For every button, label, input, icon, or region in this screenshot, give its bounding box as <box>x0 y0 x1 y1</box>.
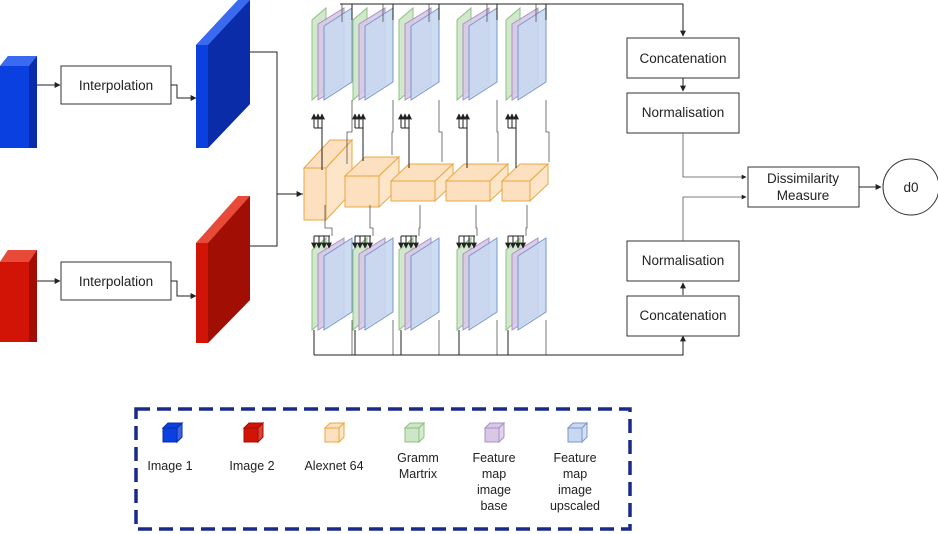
upscaled-image-2 <box>196 196 250 343</box>
feature-stack-top-2 <box>352 6 394 102</box>
feature-upscaled-sheet <box>410 7 440 101</box>
output-label: d0 <box>903 180 918 195</box>
legend-fup-label-3: image <box>558 483 592 497</box>
wire-layer-branch <box>438 100 443 162</box>
interpolation-box-bottom: Interpolation <box>60 261 172 301</box>
norm-top-label: Normalisation <box>642 105 725 120</box>
feature-stack-bottom-1 <box>311 236 353 332</box>
legend-feature-base-icon <box>483 421 506 444</box>
feature-upscaled-sheet <box>364 7 394 101</box>
wire-layer-to-top-stack <box>508 127 517 168</box>
wire-layer-to-bottom-stack <box>475 205 478 236</box>
feature-stack-top-4 <box>456 6 498 102</box>
legend-fup-label-4: upscaled <box>550 499 600 513</box>
alexnet-layer-5 <box>500 162 550 203</box>
legend-fup-label-2: map <box>563 467 587 481</box>
legend-alexnet-label: Alexnet 64 <box>304 459 363 473</box>
legend-gramm-label-1: Gramm <box>397 451 439 465</box>
feature-stack-wires <box>311 4 550 355</box>
feature-stack-bottom-3 <box>398 236 440 332</box>
legend-fbase-label-4: base <box>480 499 507 513</box>
upscaled-image-1 <box>196 0 250 148</box>
legend-frame <box>134 407 632 531</box>
arrow-norm-top-to-dissim <box>682 133 747 180</box>
input-image-1 <box>0 56 37 148</box>
concat-top-label: Concatenation <box>639 51 726 66</box>
feature-stack-bottom-2 <box>352 236 394 332</box>
wire-layer-to-top-stack <box>401 127 410 168</box>
wire-layer-to-bottom-stack <box>369 205 374 236</box>
interpolation-top-label: Interpolation <box>79 78 153 93</box>
legend-image1-icon <box>161 421 184 444</box>
wire-layer-branch <box>545 100 550 162</box>
output-node: d0 <box>882 158 938 216</box>
legend-image2-icon <box>242 421 265 444</box>
feature-upscaled-sheet <box>323 7 353 101</box>
feature-stack-bottom-5 <box>505 236 547 332</box>
norm-bottom-label: Normalisation <box>642 253 725 268</box>
feature-stack-top-1 <box>311 6 353 102</box>
wire-layer-to-bottom-stack <box>525 205 528 236</box>
legend-gramm-label-2: Martrix <box>399 467 438 481</box>
wire-layer-to-top-stack <box>355 127 364 161</box>
input-image-2 <box>0 250 37 342</box>
feature-upscaled-sheet <box>468 7 498 101</box>
wire-layer-branch <box>391 100 394 155</box>
wire-layer-to-top-stack <box>314 127 323 170</box>
dissimilarity-measure-box: Dissimilarity Measure <box>747 166 860 208</box>
interpolation-bottom-label: Interpolation <box>79 274 153 289</box>
legend-fbase-label-1: Feature <box>472 451 515 465</box>
feature-upscaled-sheet <box>517 237 547 331</box>
feature-upscaled-sheet <box>517 7 547 101</box>
dissim-label-line2: Measure <box>777 188 830 203</box>
legend-labels: Image 1 Image 2 Alexnet 64 Gramm Martrix… <box>147 451 600 513</box>
legend-icons <box>161 421 589 444</box>
arrow-bus-to-concat-bottom <box>314 335 686 356</box>
feature-upscaled-sheet <box>410 237 440 331</box>
wire-upscaled1-to-alexnet <box>250 51 303 195</box>
legend-feature-upscaled-icon <box>566 421 589 444</box>
feature-upscaled-sheet <box>364 237 394 331</box>
legend-fup-label-1: Feature <box>553 451 596 465</box>
feature-stack-top-5 <box>505 6 547 102</box>
arrow-interp-to-upscaled-1 <box>171 84 197 101</box>
arrow-bus-to-concat-top <box>340 3 686 37</box>
feature-stacks-top <box>311 6 547 102</box>
legend-image1-label: Image 1 <box>147 459 192 473</box>
wire-layer-to-top-stack <box>459 127 468 168</box>
interpolation-box-top: Interpolation <box>60 65 172 105</box>
concatenation-box-top: Concatenation <box>626 37 740 79</box>
normalisation-box-top: Normalisation <box>626 92 740 134</box>
feature-stack-bottom-4 <box>456 236 498 332</box>
dissim-label-line1: Dissimilarity <box>767 171 839 186</box>
feature-upscaled-sheet <box>323 237 353 331</box>
alexnet-layer-2 <box>343 155 401 209</box>
alexnet-layers <box>302 138 550 222</box>
legend-fbase-label-3: image <box>477 483 511 497</box>
alexnet-layer-3 <box>389 162 455 203</box>
feature-upscaled-sheet <box>468 237 498 331</box>
wire-upscaled2-to-alexnet <box>250 194 278 247</box>
legend-gramm-icon <box>403 421 426 444</box>
arrow-norm-bottom-to-dissim <box>682 194 747 241</box>
wire-layer-to-bottom-stack <box>324 205 333 236</box>
concat-bottom-label: Concatenation <box>639 308 726 323</box>
normalisation-box-bottom: Normalisation <box>626 240 740 282</box>
legend-fbase-label-2: map <box>482 467 506 481</box>
wire-layer-branch <box>496 100 499 162</box>
concatenation-box-bottom: Concatenation <box>626 295 740 337</box>
wire-layer-to-bottom-stack <box>418 205 421 236</box>
arrow-interp-to-upscaled-2 <box>171 280 197 299</box>
feature-stacks-bottom <box>311 236 547 332</box>
feature-stack-top-3 <box>398 6 440 102</box>
legend-image2-label: Image 2 <box>229 459 274 473</box>
alexnet-layer-4 <box>444 162 510 203</box>
legend-alexnet-icon <box>323 421 346 444</box>
